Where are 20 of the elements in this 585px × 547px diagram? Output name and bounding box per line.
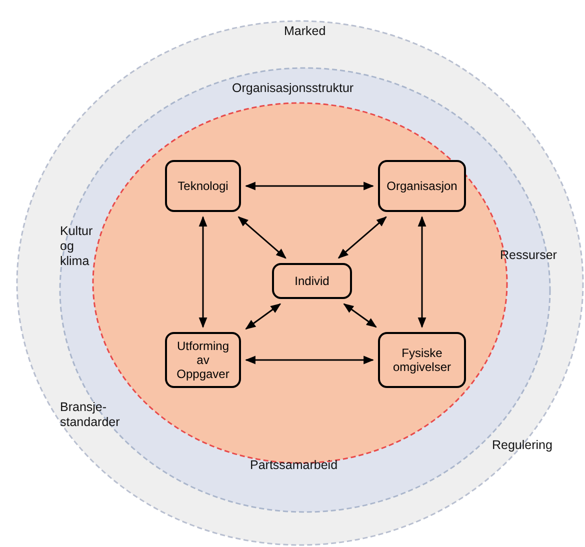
arrow	[343, 303, 377, 328]
arrow	[244, 356, 374, 364]
process-box: Fysiske omgivelser	[378, 332, 466, 388]
ring-label: Bransje- standarder	[60, 400, 121, 430]
arrow	[338, 216, 387, 259]
arrow	[238, 216, 286, 259]
arrow	[244, 182, 374, 190]
ring-label: Ressurser	[500, 248, 557, 263]
arrow	[418, 216, 426, 328]
process-box: Individ	[272, 263, 352, 299]
ring-label: Organisasjonsstruktur	[232, 81, 354, 96]
ring-label: Kultur og klima	[60, 224, 94, 269]
arrow	[245, 303, 282, 330]
process-box: Utforming av Oppgaver	[165, 332, 241, 388]
ring-label: Partssamarbeid	[250, 458, 338, 473]
process-box: Organisasjon	[378, 160, 466, 212]
arrow	[198, 216, 208, 328]
ring-label: Regulering	[492, 438, 552, 453]
process-box: Teknologi	[165, 160, 241, 212]
ring-label: Marked	[284, 24, 326, 39]
